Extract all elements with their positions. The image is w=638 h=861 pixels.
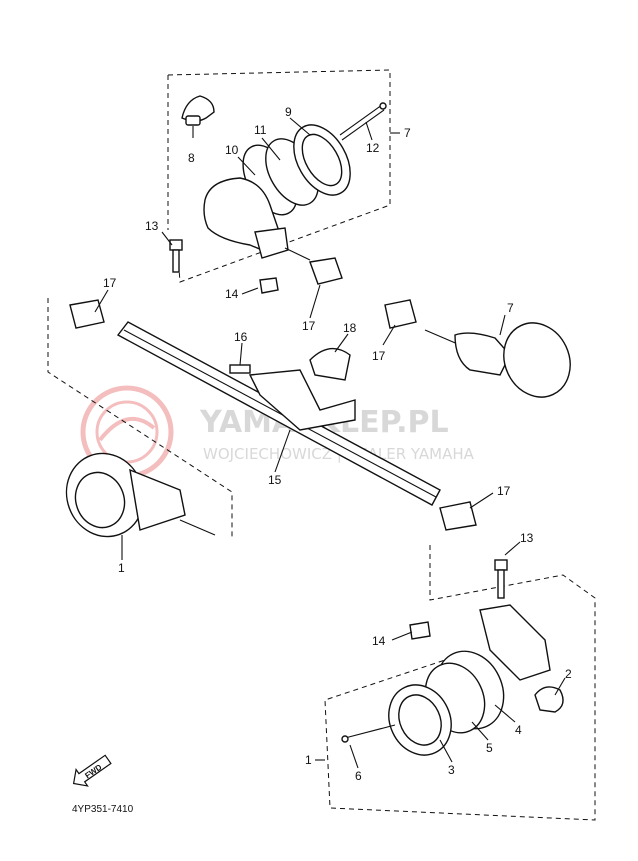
callout-5: 5 xyxy=(486,741,493,755)
callout-1-left: 1 xyxy=(118,561,125,575)
rim-9-inner xyxy=(301,133,343,187)
callout-4: 4 xyxy=(515,723,522,737)
callout-17-left: 17 xyxy=(103,276,117,290)
fwd-arrow: FWD xyxy=(72,754,112,787)
callout-18: 18 xyxy=(343,321,357,335)
callout-17-bottom: 17 xyxy=(497,484,511,498)
diagram-code: 4YP351-7410 xyxy=(72,804,134,815)
callout-16: 16 xyxy=(234,330,248,344)
nut-14-bottom xyxy=(409,621,431,640)
bolt-13-bottom xyxy=(494,559,508,571)
screw-12 xyxy=(339,104,383,136)
callout-13-bottom: 13 xyxy=(520,531,534,545)
callout-7-right: 7 xyxy=(507,301,514,315)
bolt-16 xyxy=(229,364,251,374)
assembly-box-left xyxy=(47,298,233,540)
callout-7-top: 7 xyxy=(404,126,411,140)
bottom-turn-signal-assembly xyxy=(341,559,564,756)
callout-3: 3 xyxy=(448,763,455,777)
bulb-2 xyxy=(534,686,564,713)
bulb-top xyxy=(181,95,215,126)
right-turn-signal xyxy=(424,322,571,398)
callout-labels: 7 8 9 10 11 12 13 14 17 17 7 17 16 18 15… xyxy=(103,105,572,783)
clamp-18 xyxy=(309,347,351,381)
grommet-17-top xyxy=(309,257,343,285)
callout-14-bottom: 14 xyxy=(372,634,386,648)
top-turn-signal-assembly xyxy=(169,95,387,294)
callout-13-top: 13 xyxy=(145,219,159,233)
callout-17-top: 17 xyxy=(302,319,316,333)
callout-9: 9 xyxy=(285,105,292,119)
screw-6 xyxy=(344,724,396,739)
grommet-17-right xyxy=(384,299,417,329)
callout-11: 11 xyxy=(254,123,267,137)
callout-10: 10 xyxy=(225,143,239,157)
grommet-17-left xyxy=(69,299,105,329)
bolt-13-top xyxy=(169,239,183,273)
leaders xyxy=(94,117,566,769)
callout-17-right: 17 xyxy=(372,349,386,363)
grommet-17-bottom xyxy=(439,501,477,531)
callout-1-bottom: 1 xyxy=(305,753,312,767)
stay-bar xyxy=(116,321,441,506)
callout-14-top: 14 xyxy=(225,287,239,301)
assembly-box-top xyxy=(167,69,391,283)
callout-8: 8 xyxy=(188,151,195,165)
callout-2: 2 xyxy=(565,667,572,681)
callout-6: 6 xyxy=(355,769,362,783)
callout-15: 15 xyxy=(268,473,282,487)
callout-12: 12 xyxy=(366,141,380,155)
left-turn-signal xyxy=(65,452,216,560)
nut-14-top xyxy=(259,277,279,294)
